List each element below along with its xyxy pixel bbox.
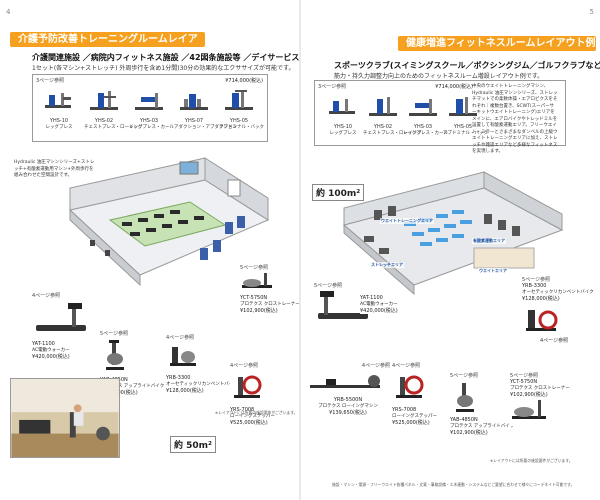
left-page: 4 介護予防改善トレーニングルームレイアウト例 介護関連施設 ／病院内フィットネ… xyxy=(6,8,300,458)
page-reference: 4ページ参照 xyxy=(540,338,569,344)
page-reference: 5ページ参照 xyxy=(510,373,539,379)
coordination-note: 施設・マシン・電源・フリーウエイト各種パネル・文案・事務設備・エ木連動・システム… xyxy=(332,482,575,487)
page-title-banner: 健康増進フィットネスルームレイアウト例 xyxy=(398,36,596,51)
page-reference: 3ページ参照 xyxy=(318,84,347,90)
cross-trainer-icon xyxy=(512,400,546,419)
product-callout: 4ページ参照 YRS-7008 ローイングステッパー ¥525,000(税込) xyxy=(392,362,456,426)
chest-press-machine-icon xyxy=(369,97,397,116)
leg-curl-machine-icon xyxy=(409,99,437,116)
product-callout: 4ページ参照 YRB-3300 オーセティックリカンベントバイク ¥128,00… xyxy=(166,334,238,394)
page-reference: 4ページ参照 xyxy=(32,293,61,299)
leg-press-machine-icon xyxy=(329,99,355,114)
product-label: YAT-1100 AC電動ウォーカー ¥420,000(税込) xyxy=(360,295,412,314)
right-page: 5 健康増進フィットネスルームレイアウト例 スポーツクラブ(スイミングスクール／… xyxy=(300,0,600,500)
facility-types: 介護関連施設 ／病院内フィットネス施設 ／42図条施設等 ／デイサービス等 xyxy=(32,53,300,62)
floor-zone-label: ウエイトトレーニングエリア xyxy=(380,218,434,224)
machine-card: YHS-07 アダクション・アブダクション xyxy=(174,87,237,130)
page-reference: 4ページ参照 xyxy=(361,363,390,369)
product-callout: 4ページ参照 YRS-7008 ローイングステッパー ¥525,000(税込) xyxy=(230,362,298,426)
page-reference: 5ページ参照 xyxy=(240,265,269,271)
training-room-photo xyxy=(10,378,120,458)
footnote: ※レイアウトには所要の施設要件がございます。 xyxy=(215,410,298,415)
layout-note: Hydraulic 油圧マシンシリーズ+ストレッチ+有酸素運動用マシン+外周歩行… xyxy=(14,160,95,178)
page-number: 5 xyxy=(589,8,594,16)
machine-card: YHS-10 レッグプレス xyxy=(39,87,79,130)
page-reference: 4ページ参照 xyxy=(392,363,421,369)
facility-types: スポーツクラブ(スイミングスクール／ボクシングジム／ゴルフクラブなど) xyxy=(334,61,600,70)
layout-description: 1セット(各マシン+ストレッチ) 外周歩行を含め1分間)30分の効果的なエクササ… xyxy=(32,65,295,72)
series-price: ¥714,000(税込) xyxy=(435,84,473,90)
product-callout: 5ページ参照 YCT-5750N プロテクス クロストレーナー ¥102,900… xyxy=(510,372,598,426)
hydraulic-series-catalog: 3ページ参照 ¥714,000(税込) YHS-10 レッグプレス YHS-02… xyxy=(32,74,268,142)
recumbent-bike-icon xyxy=(170,347,196,366)
rowing-machine-icon xyxy=(310,375,380,388)
product-callout: 5ページ参照 YAB-4850N プロテクス アップライトバイク ¥102,90… xyxy=(450,372,515,436)
rowing-stepper-icon xyxy=(396,375,424,398)
product-callout: 4ページ参照 YAT-1100 AC電動ウォーカー ¥420,000(税込) xyxy=(32,292,100,360)
page-spine xyxy=(299,0,301,500)
machine-card: YHS-05 アブドミナル・バック xyxy=(219,87,264,130)
page-reference: 4ページ参照 xyxy=(166,335,195,341)
room-area-label: 約 100m² xyxy=(312,184,365,201)
room-area-label: 約 50m² xyxy=(170,436,216,453)
machine-card: YHS-02 チェストプレス・ローイング xyxy=(84,87,143,130)
treadmill-icon xyxy=(36,303,86,331)
rowing-stepper-icon xyxy=(234,375,262,398)
upright-bike-icon xyxy=(456,383,474,412)
product-callout: 4ページ参照 YRB-5500N プロテクス ローイングマシン ¥139,650… xyxy=(306,362,390,416)
page-title-banner: 介護予防改善トレーニングルームレイアウト例 xyxy=(10,32,205,60)
leg-curl-machine-icon xyxy=(135,93,163,110)
machine-card: YHS-03 レッグプレス・カール xyxy=(129,87,174,130)
page-reference: 5ページ参照 xyxy=(100,331,129,337)
fitness-room-illustration xyxy=(342,171,564,296)
fitness-room-description: 中央のウエイトトレーニングマシン、Hydraulic 油圧マシンシリーズ、ストレ… xyxy=(472,84,558,154)
floor-zone-label: ストレッチエリア xyxy=(370,262,404,268)
page-reference: 5ページ参照 xyxy=(314,283,343,289)
machine-card: YHS-02 チェストプレス・ローイング xyxy=(363,93,422,136)
page-reference: 5ページ参照 xyxy=(450,373,479,379)
abdominal-machine-icon xyxy=(225,90,253,110)
upright-bike-icon xyxy=(106,340,124,370)
page-reference: 4ページ参照 xyxy=(230,363,259,369)
training-room-illustration xyxy=(68,157,270,287)
layout-description: 筋力・持久力調整力向上のためのフィットネスルーム増設レイアウト例です。 xyxy=(334,73,544,80)
page-number: 4 xyxy=(6,8,11,16)
treadmill-icon xyxy=(318,291,368,319)
chest-press-machine-icon xyxy=(90,91,118,110)
hydraulic-series-catalog: 3ページ参照 ¥714,000(税込) YHS-10 レッグプレス YHS-02… xyxy=(314,80,566,146)
floor-zone-label: 有酸素運動エリア xyxy=(472,238,506,244)
floor-zone-label: ウエイトエリア xyxy=(478,268,508,274)
recumbent-bike-icon xyxy=(526,310,558,331)
machine-card: YHS-10 レッグプレス xyxy=(323,93,363,136)
machine-card: YHS-03 レッグプレス・カール xyxy=(403,93,448,136)
product-callout: 5ページ参照 YRB-3300 オーセティックリカンベントバイク ¥128,00… xyxy=(522,276,598,340)
series-price: ¥714,000(税込) xyxy=(225,78,263,84)
page-reference: 5ページ参照 xyxy=(522,277,551,283)
leg-press-machine-icon xyxy=(45,93,71,108)
cross-trainer-icon xyxy=(242,273,272,288)
footnote: ※レイアウトには所要の施設要件がございます。 xyxy=(490,458,573,463)
page-reference: 3ページ参照 xyxy=(36,78,65,84)
product-callout: 5ページ参照 YCT-5750N プロテクス クロストレーナー ¥102,900… xyxy=(240,264,300,314)
abdominal-machine-icon xyxy=(449,97,477,116)
machine-card: YHS-05 アブドミナル・バック xyxy=(443,93,488,136)
adduction-machine-icon xyxy=(180,94,208,110)
